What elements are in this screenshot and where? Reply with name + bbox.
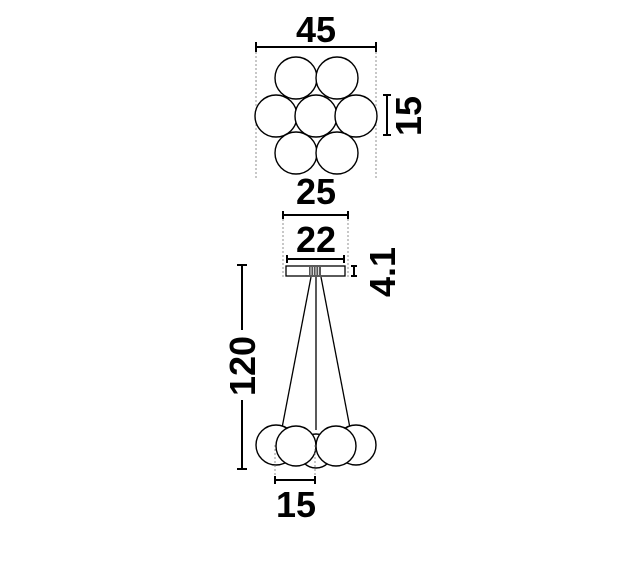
ball-width-label: 15 — [276, 484, 316, 525]
top-width-label: 45 — [296, 9, 336, 50]
ball-width-dimension-line — [274, 445, 316, 484]
canopy-inner-width-label: 22 — [296, 219, 336, 260]
canopy-grille — [309, 267, 321, 275]
top-view-balls — [254, 56, 378, 175]
top-width-dimension-line — [255, 42, 377, 178]
top-view: 45 15 — [254, 9, 429, 178]
top-height-dimension-line — [383, 94, 391, 136]
pendant-balls — [255, 424, 377, 469]
drop-height-dimension-line — [237, 264, 247, 470]
side-view: 120 15 — [222, 264, 377, 525]
canopy-height-dimension-line — [351, 265, 357, 277]
canopy-outer-width-label: 25 — [296, 171, 336, 212]
drop-height-label: 120 — [222, 336, 263, 396]
top-height-label: 15 — [388, 96, 429, 136]
canopy-height-label: 4.1 — [362, 247, 403, 297]
suspension-wires — [281, 276, 351, 430]
canopy: 25 22 4.1 — [282, 171, 403, 297]
